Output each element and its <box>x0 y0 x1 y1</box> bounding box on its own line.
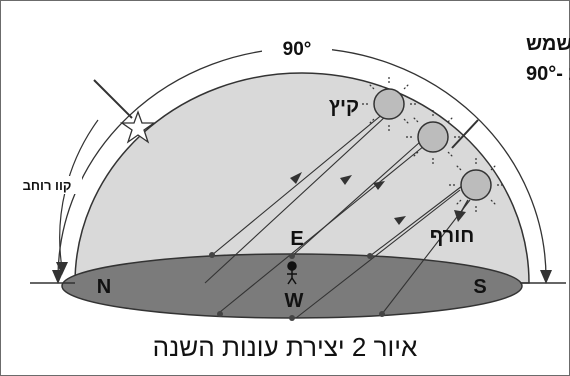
observer-figure <box>287 261 297 285</box>
pole-star-icon <box>119 110 157 144</box>
ray-arrowheads <box>290 172 406 225</box>
caption-title: יצירת עונות השנה <box>152 332 345 362</box>
sun-equinox-icon <box>406 110 460 164</box>
latitude-label: קוו רוחב <box>23 178 72 193</box>
sky-dome <box>74 72 530 284</box>
winter-arrowhead <box>454 210 466 222</box>
arc-angle-label: 90° <box>283 39 312 60</box>
ground-dots <box>209 252 385 321</box>
seasons-diagram: 90° קוו רוחב <box>22 33 570 321</box>
sun-winter-icon <box>449 158 503 212</box>
caption-word: איור <box>373 332 418 362</box>
east-label: E <box>290 228 303 250</box>
west-label: W <box>285 290 304 312</box>
zenith-pointer-line <box>451 119 479 149</box>
star-pointer-line <box>93 79 133 119</box>
south-label: S <box>473 276 486 298</box>
arc-arrowhead-right <box>540 270 552 284</box>
summer-label: קיץ <box>329 95 359 117</box>
sun-summer-icon <box>362 77 416 131</box>
sun-angle-heading: זווית השמש <box>526 33 570 55</box>
sun-rays <box>204 112 471 319</box>
caption-number: 2 <box>351 332 367 362</box>
figure-caption: איור 2 יצירת עונות השנה <box>0 332 570 363</box>
north-label: N <box>97 276 111 298</box>
sun-angle-subheading: קוו רוחב -90° <box>526 63 570 85</box>
latitude-arrowhead <box>56 262 68 275</box>
arc-arrowhead-left <box>52 270 64 284</box>
winter-label: חורף <box>430 225 474 247</box>
